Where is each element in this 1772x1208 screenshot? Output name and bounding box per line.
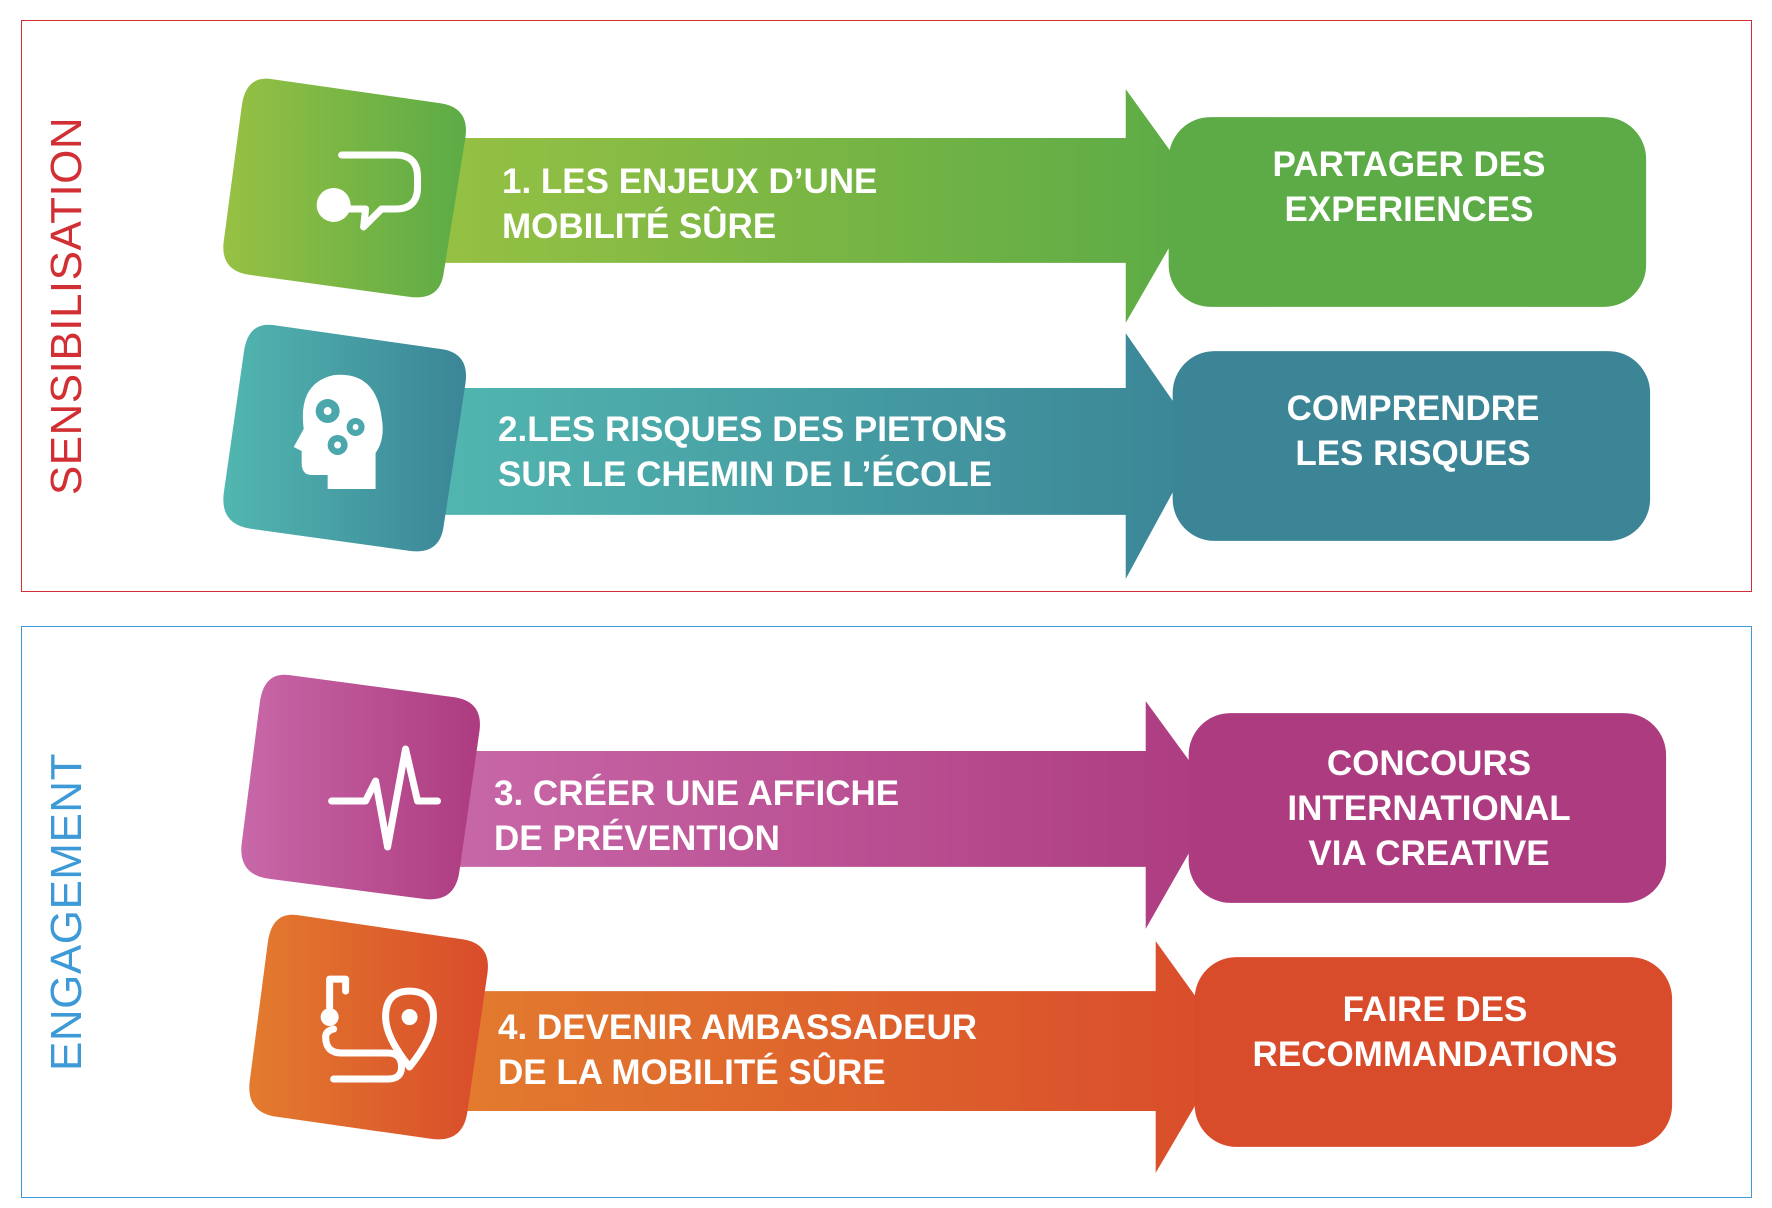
step-row-3: 3. CRÉER UNE AFFICHE DE PRÉVENTION CONCO… [22, 667, 1751, 929]
icon-tile [223, 78, 466, 298]
step-result: FAIRE DES RECOMMANDATIONS [1252, 990, 1618, 1074]
step-arrow [421, 89, 1201, 323]
step-row-4: 4. DEVENIR AMBASSADEUR DE LA MOBILITÉ SÛ… [22, 914, 1751, 1187]
step-row-1: 1. LES ENJEUX D’UNE MOBILITÉ SÛRE PARTAG… [22, 61, 1751, 323]
step-label: 3. CRÉER UNE AFFICHE DE PRÉVENTION [494, 774, 900, 858]
sensibilisation-panel: SENSIBILISATION 1. LES ENJEUX D’UNE MOBI… [21, 20, 1752, 592]
result-box [1194, 957, 1673, 1147]
head-gears-icon [293, 374, 383, 489]
step-arrow [441, 701, 1219, 929]
speech-bubble-icon [316, 151, 422, 231]
step-label: 1. LES ENJEUX D’UNE MOBILITÉ SÛRE [502, 162, 878, 246]
heartbeat-icon [328, 745, 442, 851]
step-1-graphic [223, 78, 1647, 323]
icon-tile [241, 674, 480, 900]
step-label: 4. DEVENIR AMBASSADEUR DE LA MOBILITÉ SÛ… [498, 1008, 978, 1092]
step-2-graphic [223, 324, 1651, 579]
step-arrow [421, 333, 1201, 579]
step-result: PARTAGER DES EXPERIENCES [1272, 145, 1546, 229]
result-box [1188, 713, 1667, 903]
step-row-2: 2.LES RISQUES DES PIETONS SUR LE CHEMIN … [22, 311, 1751, 579]
route-pin-icon [320, 975, 438, 1083]
step-arrow [451, 941, 1231, 1173]
step-result: CONCOURS INTERNATIONAL VIA CREATIVE [1287, 743, 1571, 873]
step-3-graphic [241, 674, 1667, 929]
step-label: 2.LES RISQUES DES PIETONS SUR LE CHEMIN … [498, 410, 1007, 494]
engagement-panel: ENGAGEMENT 3. CRÉER UNE AFFICHE DE PRÉVE… [21, 626, 1752, 1198]
result-box [1168, 117, 1647, 307]
step-4-graphic [249, 914, 1673, 1173]
icon-tile [249, 914, 488, 1140]
result-box [1172, 351, 1651, 541]
step-result: COMPRENDRE LES RISQUES [1286, 389, 1540, 473]
